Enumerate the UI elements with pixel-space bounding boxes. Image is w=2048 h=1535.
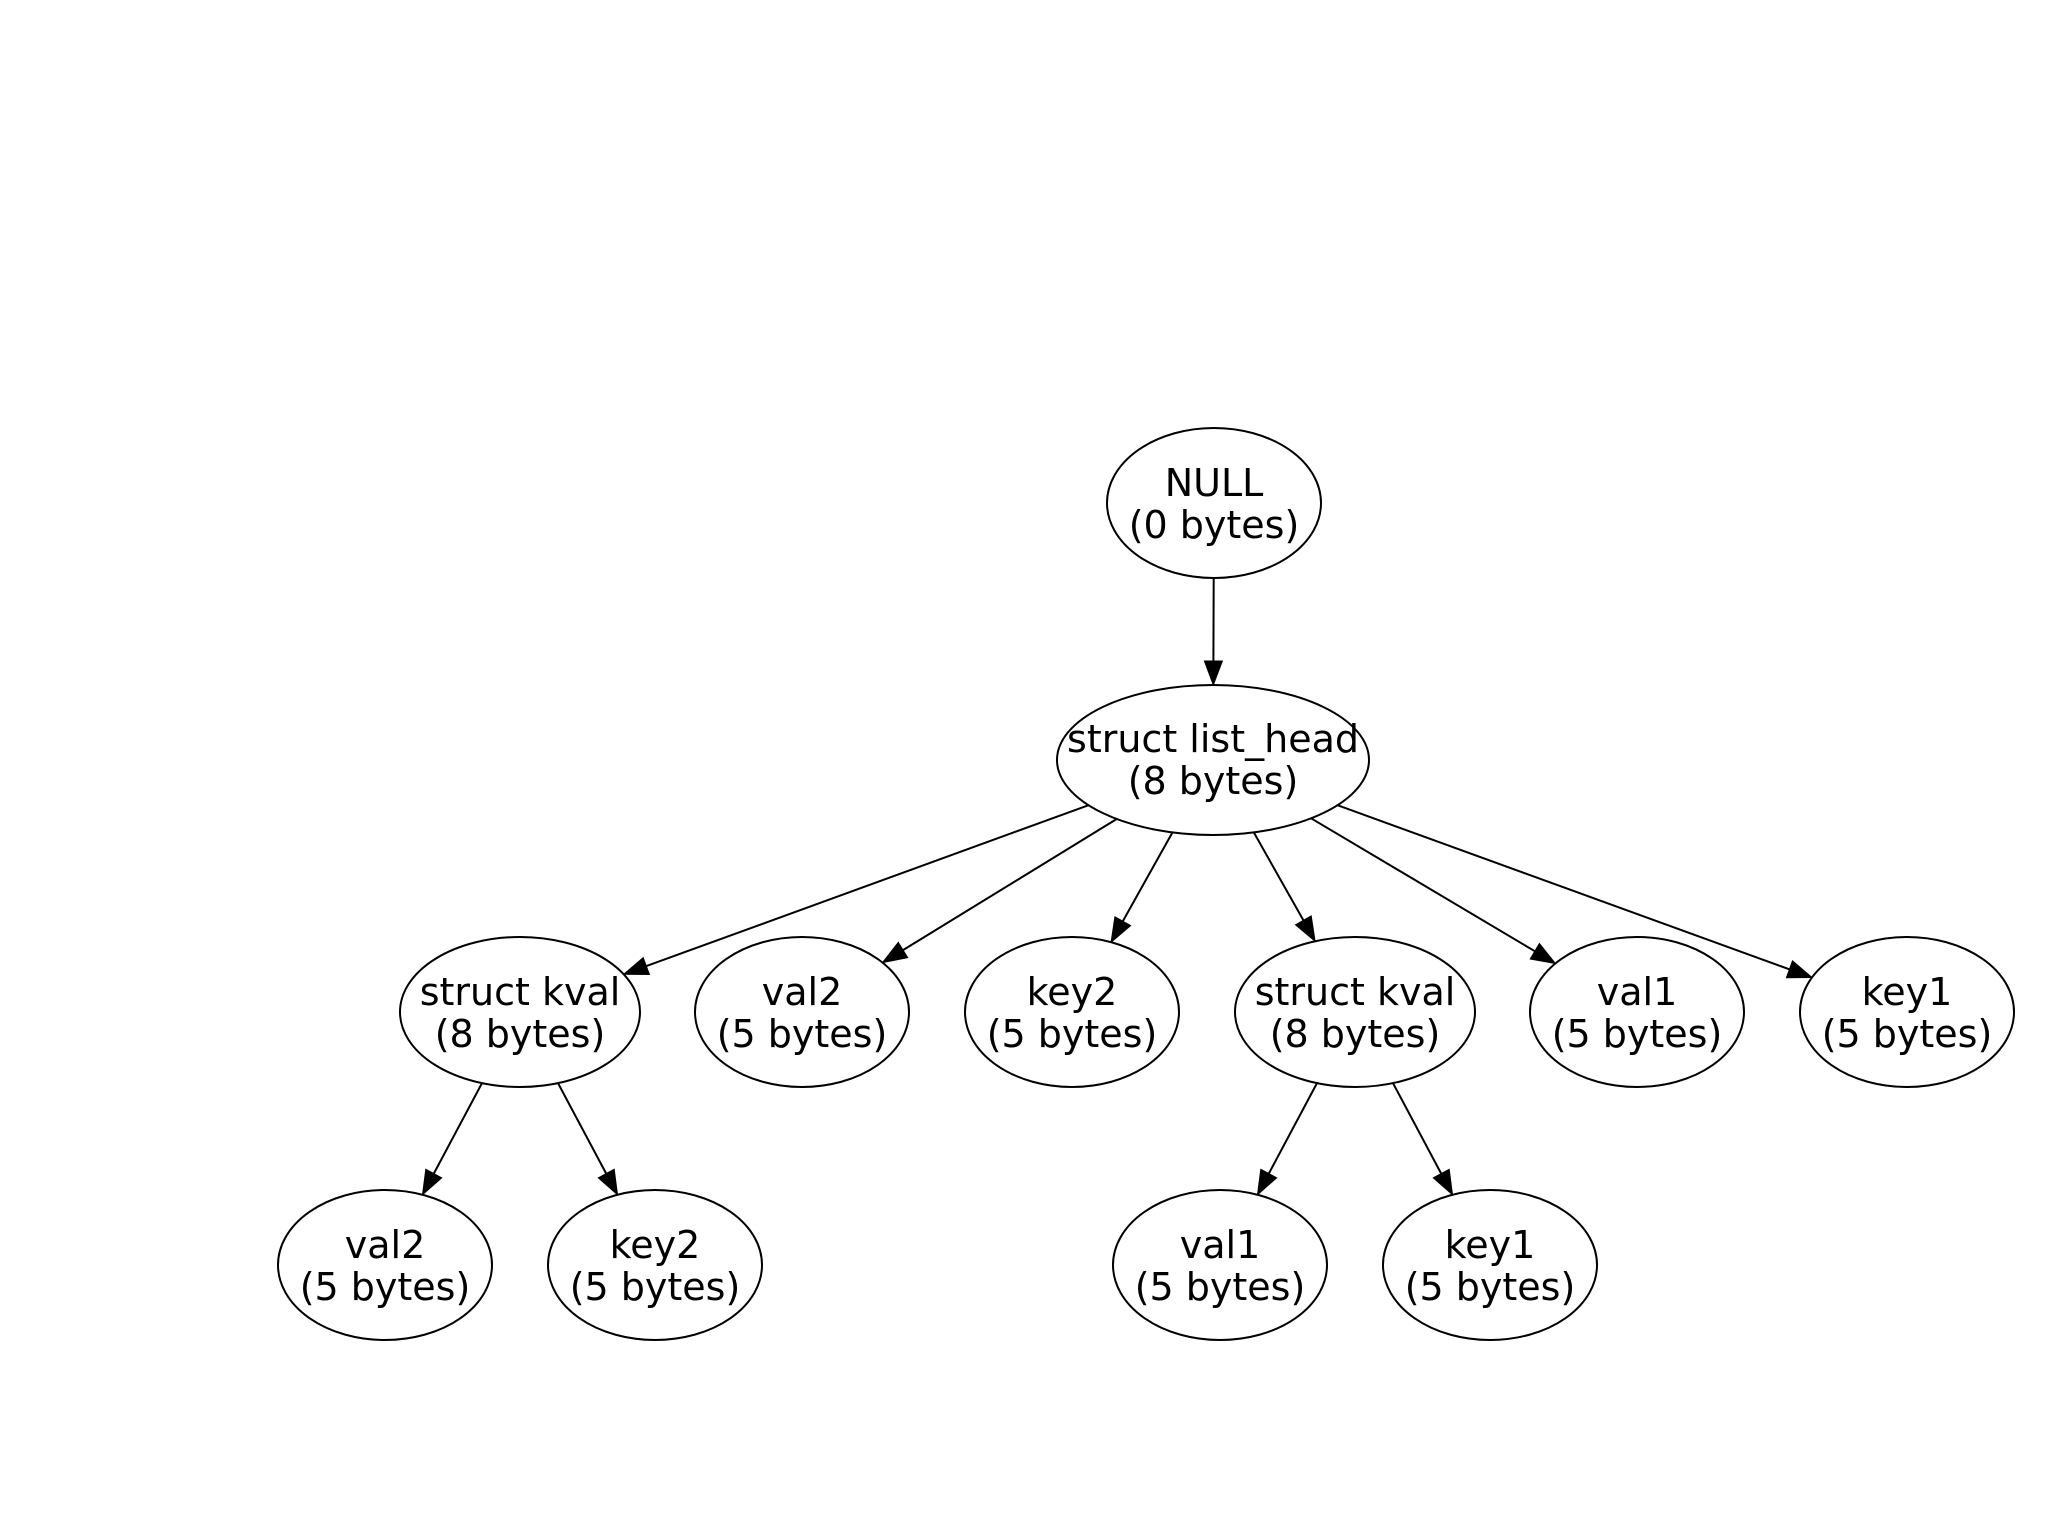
- node-kval-b-size: (8 bytes): [1270, 1012, 1441, 1056]
- node-key2-mid-name: key2: [1027, 970, 1118, 1014]
- edge-list_head-to-key1_mid: [1337, 804, 1814, 979]
- node-kval-a-size: (8 bytes): [435, 1012, 606, 1056]
- edge-line: [1252, 831, 1305, 921]
- arrow-head-icon: [421, 1168, 443, 1197]
- node-key2-mid-size: (5 bytes): [987, 1012, 1158, 1056]
- node-kval-a: struct kval (8 bytes): [399, 936, 641, 1088]
- edge-list_head-to-key2_mid: [1110, 831, 1174, 944]
- arrow-head-icon: [1529, 942, 1557, 965]
- node-list-head-size: (8 bytes): [1128, 759, 1299, 803]
- edge-kval_a-to-key2_low: [557, 1082, 619, 1197]
- node-key2-mid: key2 (5 bytes): [964, 936, 1180, 1088]
- node-val2-low-name: val2: [345, 1223, 426, 1267]
- edge-kval_b-to-key1_low: [1392, 1082, 1454, 1197]
- edge-null-to-list_head: [1203, 577, 1224, 687]
- node-val1-mid-size: (5 bytes): [1552, 1012, 1723, 1056]
- node-val2-low-size: (5 bytes): [300, 1265, 471, 1309]
- nodes-layer: NULL (0 bytes) struct list_head (8 bytes…: [277, 427, 2015, 1341]
- arrow-head-icon: [597, 1168, 619, 1197]
- arrow-head-icon: [1110, 916, 1132, 944]
- node-key1-mid-size: (5 bytes): [1822, 1012, 1993, 1056]
- edge-line: [902, 818, 1118, 951]
- edge-line: [1267, 1082, 1318, 1175]
- node-val2-low: val2 (5 bytes): [277, 1189, 493, 1341]
- node-list-head-name: struct list_head: [1067, 717, 1359, 761]
- edges-layer: [421, 577, 1814, 1197]
- node-null: NULL (0 bytes): [1106, 427, 1322, 579]
- edge-list_head-to-val2_mid: [881, 818, 1118, 964]
- edge-line: [1337, 804, 1790, 971]
- node-null-name: NULL: [1165, 461, 1264, 505]
- arrow-head-icon: [1432, 1168, 1454, 1197]
- node-key1-low-name: key1: [1445, 1223, 1536, 1267]
- node-val2-mid-size: (5 bytes): [717, 1012, 888, 1056]
- node-kval-b: struct kval (8 bytes): [1234, 936, 1476, 1088]
- node-kval-a-name: struct kval: [420, 970, 621, 1014]
- node-val1-mid-name: val1: [1597, 970, 1678, 1014]
- arrow-head-icon: [1203, 660, 1224, 687]
- edge-line: [557, 1082, 608, 1175]
- arrow-head-icon: [622, 956, 651, 976]
- node-key1-mid: key1 (5 bytes): [1799, 936, 2015, 1088]
- node-kval-b-name: struct kval: [1255, 970, 1456, 1014]
- node-key1-mid-name: key1: [1862, 970, 1953, 1014]
- node-val2-mid-name: val2: [762, 970, 843, 1014]
- node-val1-low: val1 (5 bytes): [1112, 1189, 1328, 1341]
- edge-list_head-to-val1_mid: [1310, 817, 1557, 965]
- node-key2-low-size: (5 bytes): [570, 1265, 741, 1309]
- edge-kval_b-to-val1_low: [1256, 1082, 1318, 1197]
- edge-kval_a-to-val2_low: [421, 1082, 483, 1197]
- node-null-size: (0 bytes): [1129, 503, 1300, 547]
- edge-line: [645, 804, 1089, 968]
- arrow-head-icon: [1256, 1168, 1278, 1197]
- node-key2-low-name: key2: [610, 1223, 701, 1267]
- edge-line: [1121, 831, 1174, 922]
- node-val1-low-size: (5 bytes): [1135, 1265, 1306, 1309]
- node-val2-mid: val2 (5 bytes): [694, 936, 910, 1088]
- node-key2-low: key2 (5 bytes): [547, 1189, 763, 1341]
- node-list-head: struct list_head (8 bytes): [1056, 684, 1370, 836]
- node-key1-low: key1 (5 bytes): [1382, 1189, 1598, 1341]
- node-val1-low-name: val1: [1180, 1223, 1261, 1267]
- node-val1-mid: val1 (5 bytes): [1529, 936, 1745, 1088]
- arrow-head-icon: [881, 941, 909, 964]
- edge-line: [1310, 817, 1536, 953]
- arrow-head-icon: [1785, 960, 1814, 979]
- node-key1-low-size: (5 bytes): [1405, 1265, 1576, 1309]
- edge-list_head-to-kval_b: [1252, 831, 1316, 943]
- edge-list_head-to-kval_a: [622, 804, 1089, 976]
- edge-line: [432, 1082, 483, 1175]
- edge-line: [1392, 1082, 1443, 1175]
- arrow-head-icon: [1294, 915, 1316, 943]
